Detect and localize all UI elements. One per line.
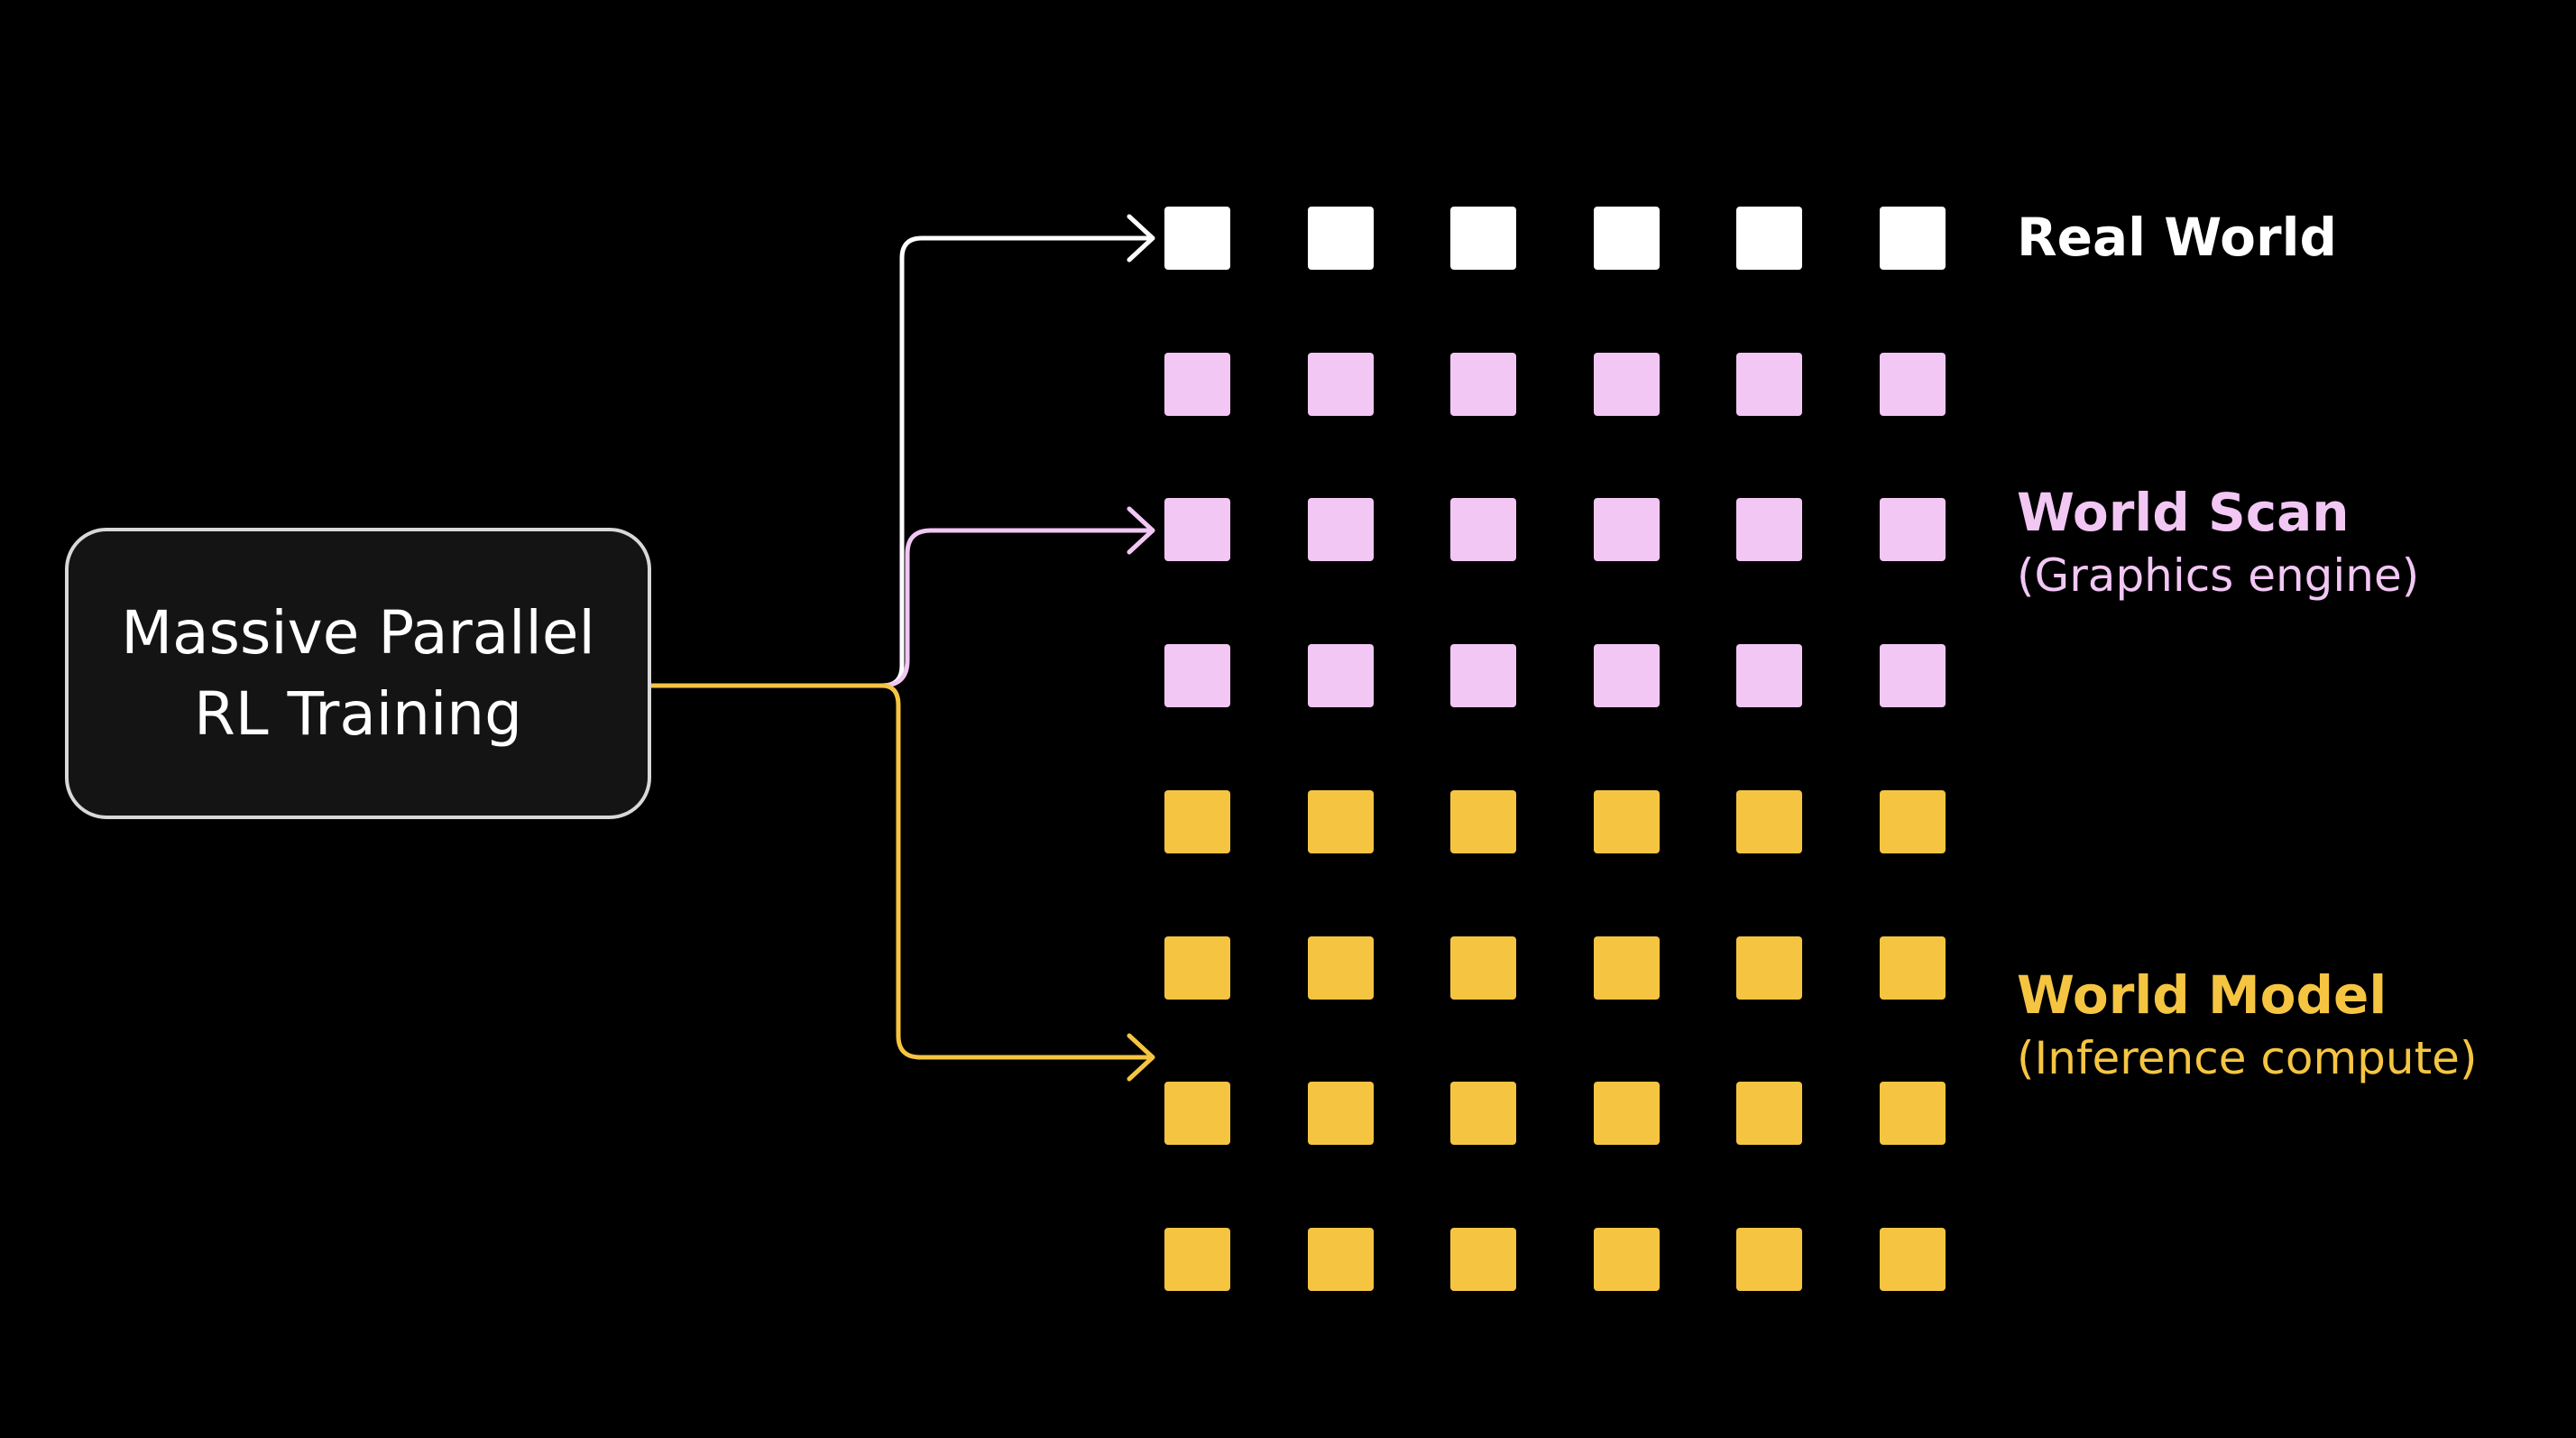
grid-square-world-scan [1880,498,1946,561]
world-model-title: World Model [2017,964,2387,1026]
grid-square-real-world [1308,207,1374,270]
grid-square-world-scan [1308,353,1374,416]
label-world-model: World Model (Inference compute) [2017,963,2477,1090]
grid-square-world-model [1450,936,1516,1000]
grid-square-world-scan [1736,353,1802,416]
grid-square-world-scan [1450,644,1516,707]
grid-square-world-model [1736,1082,1802,1145]
grid-square-world-scan [1164,644,1230,707]
arrowhead-world-scan-icon [1127,506,1155,555]
world-model-subtitle: (Inference compute) [2017,1032,2478,1084]
grid-square-world-scan [1736,644,1802,707]
grid-square-world-model [1308,1228,1374,1291]
grid-square-world-model [1308,936,1374,1000]
arrowhead-real-world-icon [1127,214,1155,263]
grid-square-world-model [1594,1228,1660,1291]
grid-square-world-model [1164,936,1230,1000]
grid-square-real-world [1594,207,1660,270]
grid-square-world-model [1450,790,1516,853]
grid-square-real-world [1164,207,1230,270]
grid-square-world-model [1164,790,1230,853]
grid-square-world-model [1880,936,1946,1000]
real-world-title: Real World [2017,207,2337,268]
source-line-2: RL Training [193,678,523,749]
label-world-scan: World Scan (Graphics engine) [2017,481,2419,607]
grid-square-world-model [1594,1082,1660,1145]
grid-square-world-scan [1880,644,1946,707]
grid-square-world-model [1164,1228,1230,1291]
grid-square-world-scan [1594,353,1660,416]
grid-square-world-scan [1308,498,1374,561]
world-scan-title: World Scan [2017,482,2350,543]
grid-square-world-scan [1736,498,1802,561]
source-line-1: Massive Parallel [121,597,595,668]
grid-square-world-scan [1164,498,1230,561]
grid-square-world-model [1880,1228,1946,1291]
grid-square-real-world [1450,207,1516,270]
rl-training-box: Massive Parallel RL Training [65,528,651,819]
grid-square-real-world [1880,207,1946,270]
grid-square-world-scan [1450,353,1516,416]
grid-square-world-model [1736,790,1802,853]
grid-square-world-model [1164,1082,1230,1145]
connector-world-scan [879,528,1154,688]
grid-square-world-scan [1308,644,1374,707]
grid-square-world-scan [1880,353,1946,416]
grid-square-world-model [1736,1228,1802,1291]
grid-square-world-model [1880,1082,1946,1145]
grid-square-world-model [1308,790,1374,853]
arrowhead-world-model-icon [1127,1033,1155,1082]
world-scan-subtitle: (Graphics engine) [2017,549,2420,602]
connector-world-model [879,683,1154,1060]
grid-square-world-scan [1594,498,1660,561]
grid-square-world-scan [1594,644,1660,707]
grid-square-world-model [1308,1082,1374,1145]
label-real-world: Real World [2017,206,2337,269]
grid-square-world-model [1450,1228,1516,1291]
grid-square-world-model [1594,790,1660,853]
grid-square-world-model [1450,1082,1516,1145]
grid-square-real-world [1736,207,1802,270]
grid-square-world-model [1594,936,1660,1000]
grid-square-world-scan [1450,498,1516,561]
grid-square-world-model [1736,936,1802,1000]
grid-square-world-model [1880,790,1946,853]
grid-square-world-scan [1164,353,1230,416]
